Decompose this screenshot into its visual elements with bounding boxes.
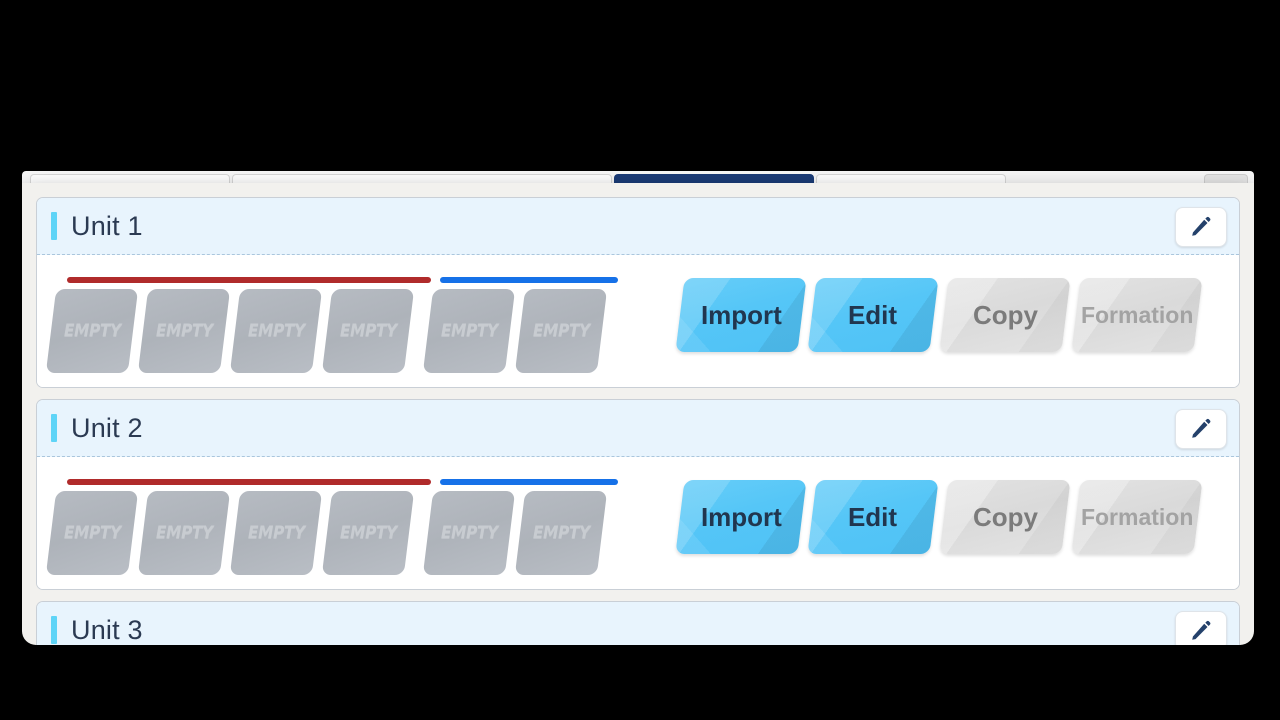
formation-button-label: Formation	[1080, 503, 1194, 530]
unit-slot[interactable]: EMPTY	[137, 491, 231, 575]
unit-title: Unit 2	[71, 412, 143, 443]
squad-bar-a	[67, 277, 431, 283]
slot-empty-label: EMPTY	[155, 321, 213, 341]
formation-button[interactable]: Formation	[1071, 480, 1203, 554]
slot-row: EMPTY EMPTY EMPTY EMPTY	[45, 491, 618, 575]
unit-actions: Import Edit Copy Formation	[675, 469, 1203, 554]
copy-button[interactable]: Copy	[939, 278, 1071, 352]
pencil-icon	[1190, 418, 1212, 440]
pencil-icon	[1190, 216, 1212, 238]
unit-accent-bar	[51, 616, 57, 644]
import-button[interactable]: Import	[675, 480, 807, 554]
unit-slot[interactable]: EMPTY	[45, 491, 139, 575]
edit-button[interactable]: Edit	[807, 278, 939, 352]
copy-button[interactable]: Copy	[939, 480, 1071, 554]
slot-empty-label: EMPTY	[339, 523, 397, 543]
import-button[interactable]: Import	[675, 278, 807, 352]
slot-area: EMPTY EMPTY EMPTY EMPTY	[45, 267, 618, 373]
unit-card: Unit 1	[36, 197, 1240, 388]
slot-empty-label: EMPTY	[532, 523, 590, 543]
unit-body: EMPTY EMPTY EMPTY EMPTY	[37, 255, 1239, 387]
slot-empty-label: EMPTY	[247, 523, 305, 543]
unit-body: EMPTY EMPTY EMPTY EMPTY	[37, 457, 1239, 589]
squad-bar-b	[440, 479, 618, 485]
slot-empty-label: EMPTY	[155, 523, 213, 543]
tab-1[interactable]	[30, 174, 230, 183]
tab-2[interactable]	[232, 174, 612, 183]
unit-slot[interactable]: EMPTY	[321, 491, 415, 575]
unit-slot[interactable]: EMPTY	[514, 289, 608, 373]
slot-empty-label: EMPTY	[440, 523, 498, 543]
tab-3-active[interactable]	[614, 174, 814, 183]
unit-slot[interactable]: EMPTY	[321, 289, 415, 373]
slot-empty-label: EMPTY	[440, 321, 498, 341]
squad-bars	[67, 277, 618, 283]
slot-area: EMPTY EMPTY EMPTY EMPTY	[45, 469, 618, 575]
formation-button[interactable]: Formation	[1071, 278, 1203, 352]
corner-button[interactable]	[1204, 174, 1248, 183]
slot-empty-label: EMPTY	[247, 321, 305, 341]
import-button-label: Import	[700, 299, 782, 330]
pencil-icon	[1190, 620, 1212, 642]
copy-button-label: Copy	[972, 501, 1038, 532]
copy-button-label: Copy	[972, 299, 1038, 330]
unit-accent-bar	[51, 212, 57, 240]
unit-header: Unit 3	[37, 602, 1239, 645]
unit-slot[interactable]: EMPTY	[422, 491, 516, 575]
edit-unit-button[interactable]	[1175, 207, 1227, 247]
unit-panel: Unit 1	[22, 183, 1254, 645]
edit-unit-button[interactable]	[1175, 611, 1227, 645]
formation-button-label: Formation	[1080, 301, 1194, 328]
unit-slot[interactable]: EMPTY	[229, 491, 323, 575]
unit-title: Unit 1	[71, 210, 143, 241]
slot-empty-label: EMPTY	[63, 523, 121, 543]
tab-strip	[22, 171, 1254, 183]
unit-card: Unit 3	[36, 601, 1240, 645]
slot-row: EMPTY EMPTY EMPTY EMPTY	[45, 289, 618, 373]
tab-4[interactable]	[816, 174, 1006, 183]
edit-button-label: Edit	[848, 501, 898, 532]
unit-slot[interactable]: EMPTY	[229, 289, 323, 373]
unit-slot[interactable]: EMPTY	[422, 289, 516, 373]
unit-slot[interactable]: EMPTY	[514, 491, 608, 575]
unit-accent-bar	[51, 414, 57, 442]
unit-slot[interactable]: EMPTY	[45, 289, 139, 373]
squad-bars	[67, 479, 618, 485]
import-button-label: Import	[700, 501, 782, 532]
squad-bar-b	[440, 277, 618, 283]
unit-list: Unit 1	[36, 197, 1240, 645]
slot-empty-label: EMPTY	[63, 321, 121, 341]
unit-slot[interactable]: EMPTY	[137, 289, 231, 373]
unit-card: Unit 2	[36, 399, 1240, 590]
unit-title: Unit 3	[71, 614, 143, 645]
slot-empty-label: EMPTY	[339, 321, 397, 341]
unit-header: Unit 2	[37, 400, 1239, 457]
slot-empty-label: EMPTY	[532, 321, 590, 341]
edit-unit-button[interactable]	[1175, 409, 1227, 449]
unit-header: Unit 1	[37, 198, 1239, 255]
squad-bar-a	[67, 479, 431, 485]
unit-actions: Import Edit Copy Formation	[675, 267, 1203, 352]
edit-button[interactable]: Edit	[807, 480, 939, 554]
edit-button-label: Edit	[848, 299, 898, 330]
